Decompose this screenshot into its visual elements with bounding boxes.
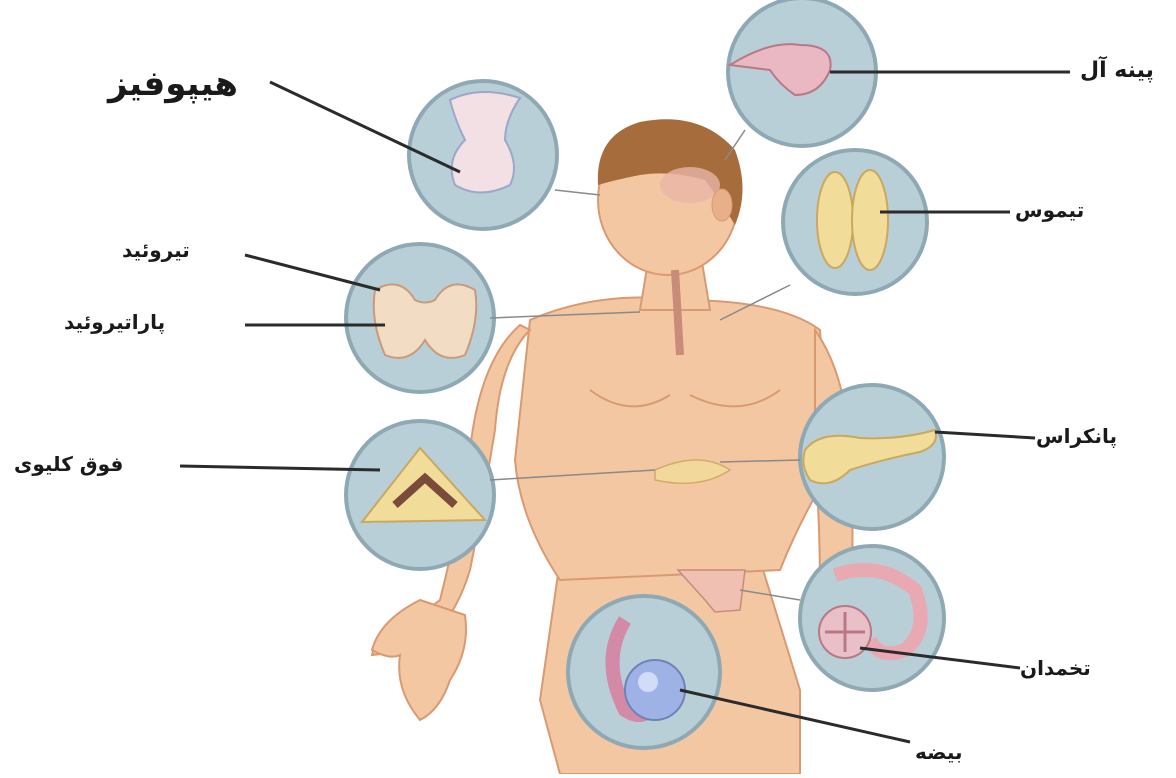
testis-circle	[568, 596, 720, 748]
label-pancreas: پانکراس	[1036, 424, 1117, 448]
label-pineal: پینه آل	[1080, 58, 1154, 83]
hypophysis-circle	[409, 81, 557, 229]
pancreas-circle	[800, 385, 944, 529]
thyroid-circle	[346, 244, 494, 392]
label-testis: بیضه	[915, 740, 963, 764]
label-parathyroid: پاراتیروئید	[64, 310, 165, 334]
label-thymus: تیموس	[1015, 198, 1084, 222]
adrenal-circle	[346, 421, 494, 569]
label-hypophysis: هیپوفیز	[108, 64, 238, 104]
label-adrenal: فوق کلیوی	[14, 452, 123, 476]
ovary-circle	[800, 546, 944, 690]
label-thyroid: تیروئید	[122, 238, 190, 262]
label-ovary: تخمدان	[1020, 656, 1091, 680]
thymus-circle	[783, 150, 927, 294]
